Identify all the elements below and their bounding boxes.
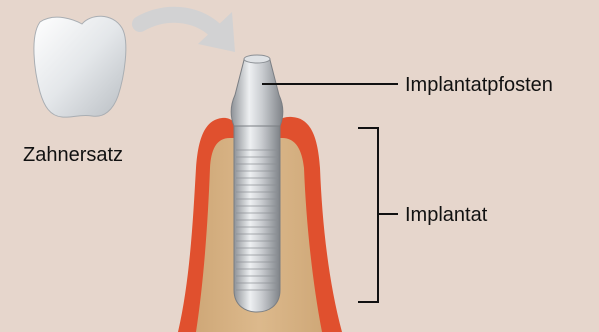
abutment — [231, 56, 283, 127]
crown-label: Zahnersatz — [23, 145, 123, 165]
abutment-top — [244, 55, 270, 63]
implant-body — [234, 124, 280, 312]
abutment-label: Implantatpfosten — [405, 75, 553, 95]
curved-arrow — [140, 15, 215, 30]
implant-label: Implantat — [405, 205, 487, 225]
crown-shape — [34, 16, 126, 117]
implant-bracket — [358, 128, 398, 302]
implant-threads — [236, 150, 278, 290]
